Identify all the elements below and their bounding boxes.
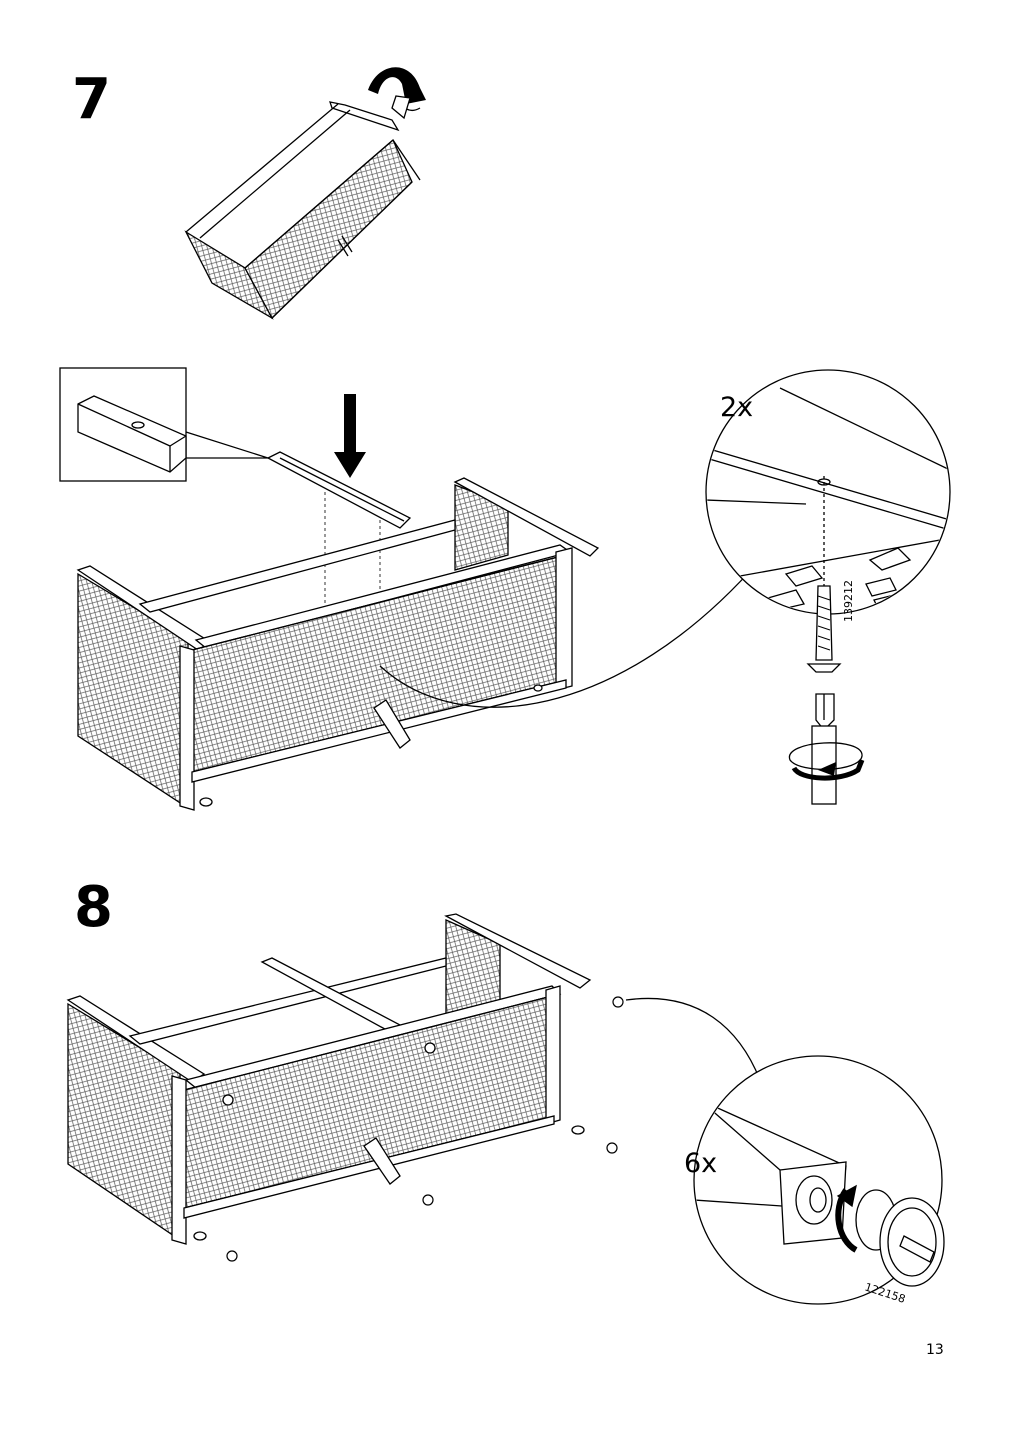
- screw-part-number: 139212: [842, 580, 855, 622]
- step-8-number: 8: [74, 875, 113, 940]
- page-number: 13: [926, 1342, 944, 1358]
- screw-detail-zoom: [705, 369, 951, 615]
- crossbar-hole-callout: [59, 367, 269, 482]
- down-arrow-icon: [334, 394, 366, 478]
- bench-frame-step7: [76, 477, 600, 811]
- turn-clockwise-icon: [789, 742, 865, 781]
- step-8-quantity: 6x: [684, 1148, 718, 1179]
- rotate-frame-arrow-icon: [368, 67, 426, 120]
- screwdriver-icon: [811, 693, 837, 805]
- flipped-frame-diagram: [184, 101, 421, 320]
- crossbar-part: [266, 451, 412, 529]
- step-7-quantity: 2x: [720, 392, 754, 423]
- screw-part: [806, 585, 842, 673]
- step-7-number: 7: [72, 67, 111, 132]
